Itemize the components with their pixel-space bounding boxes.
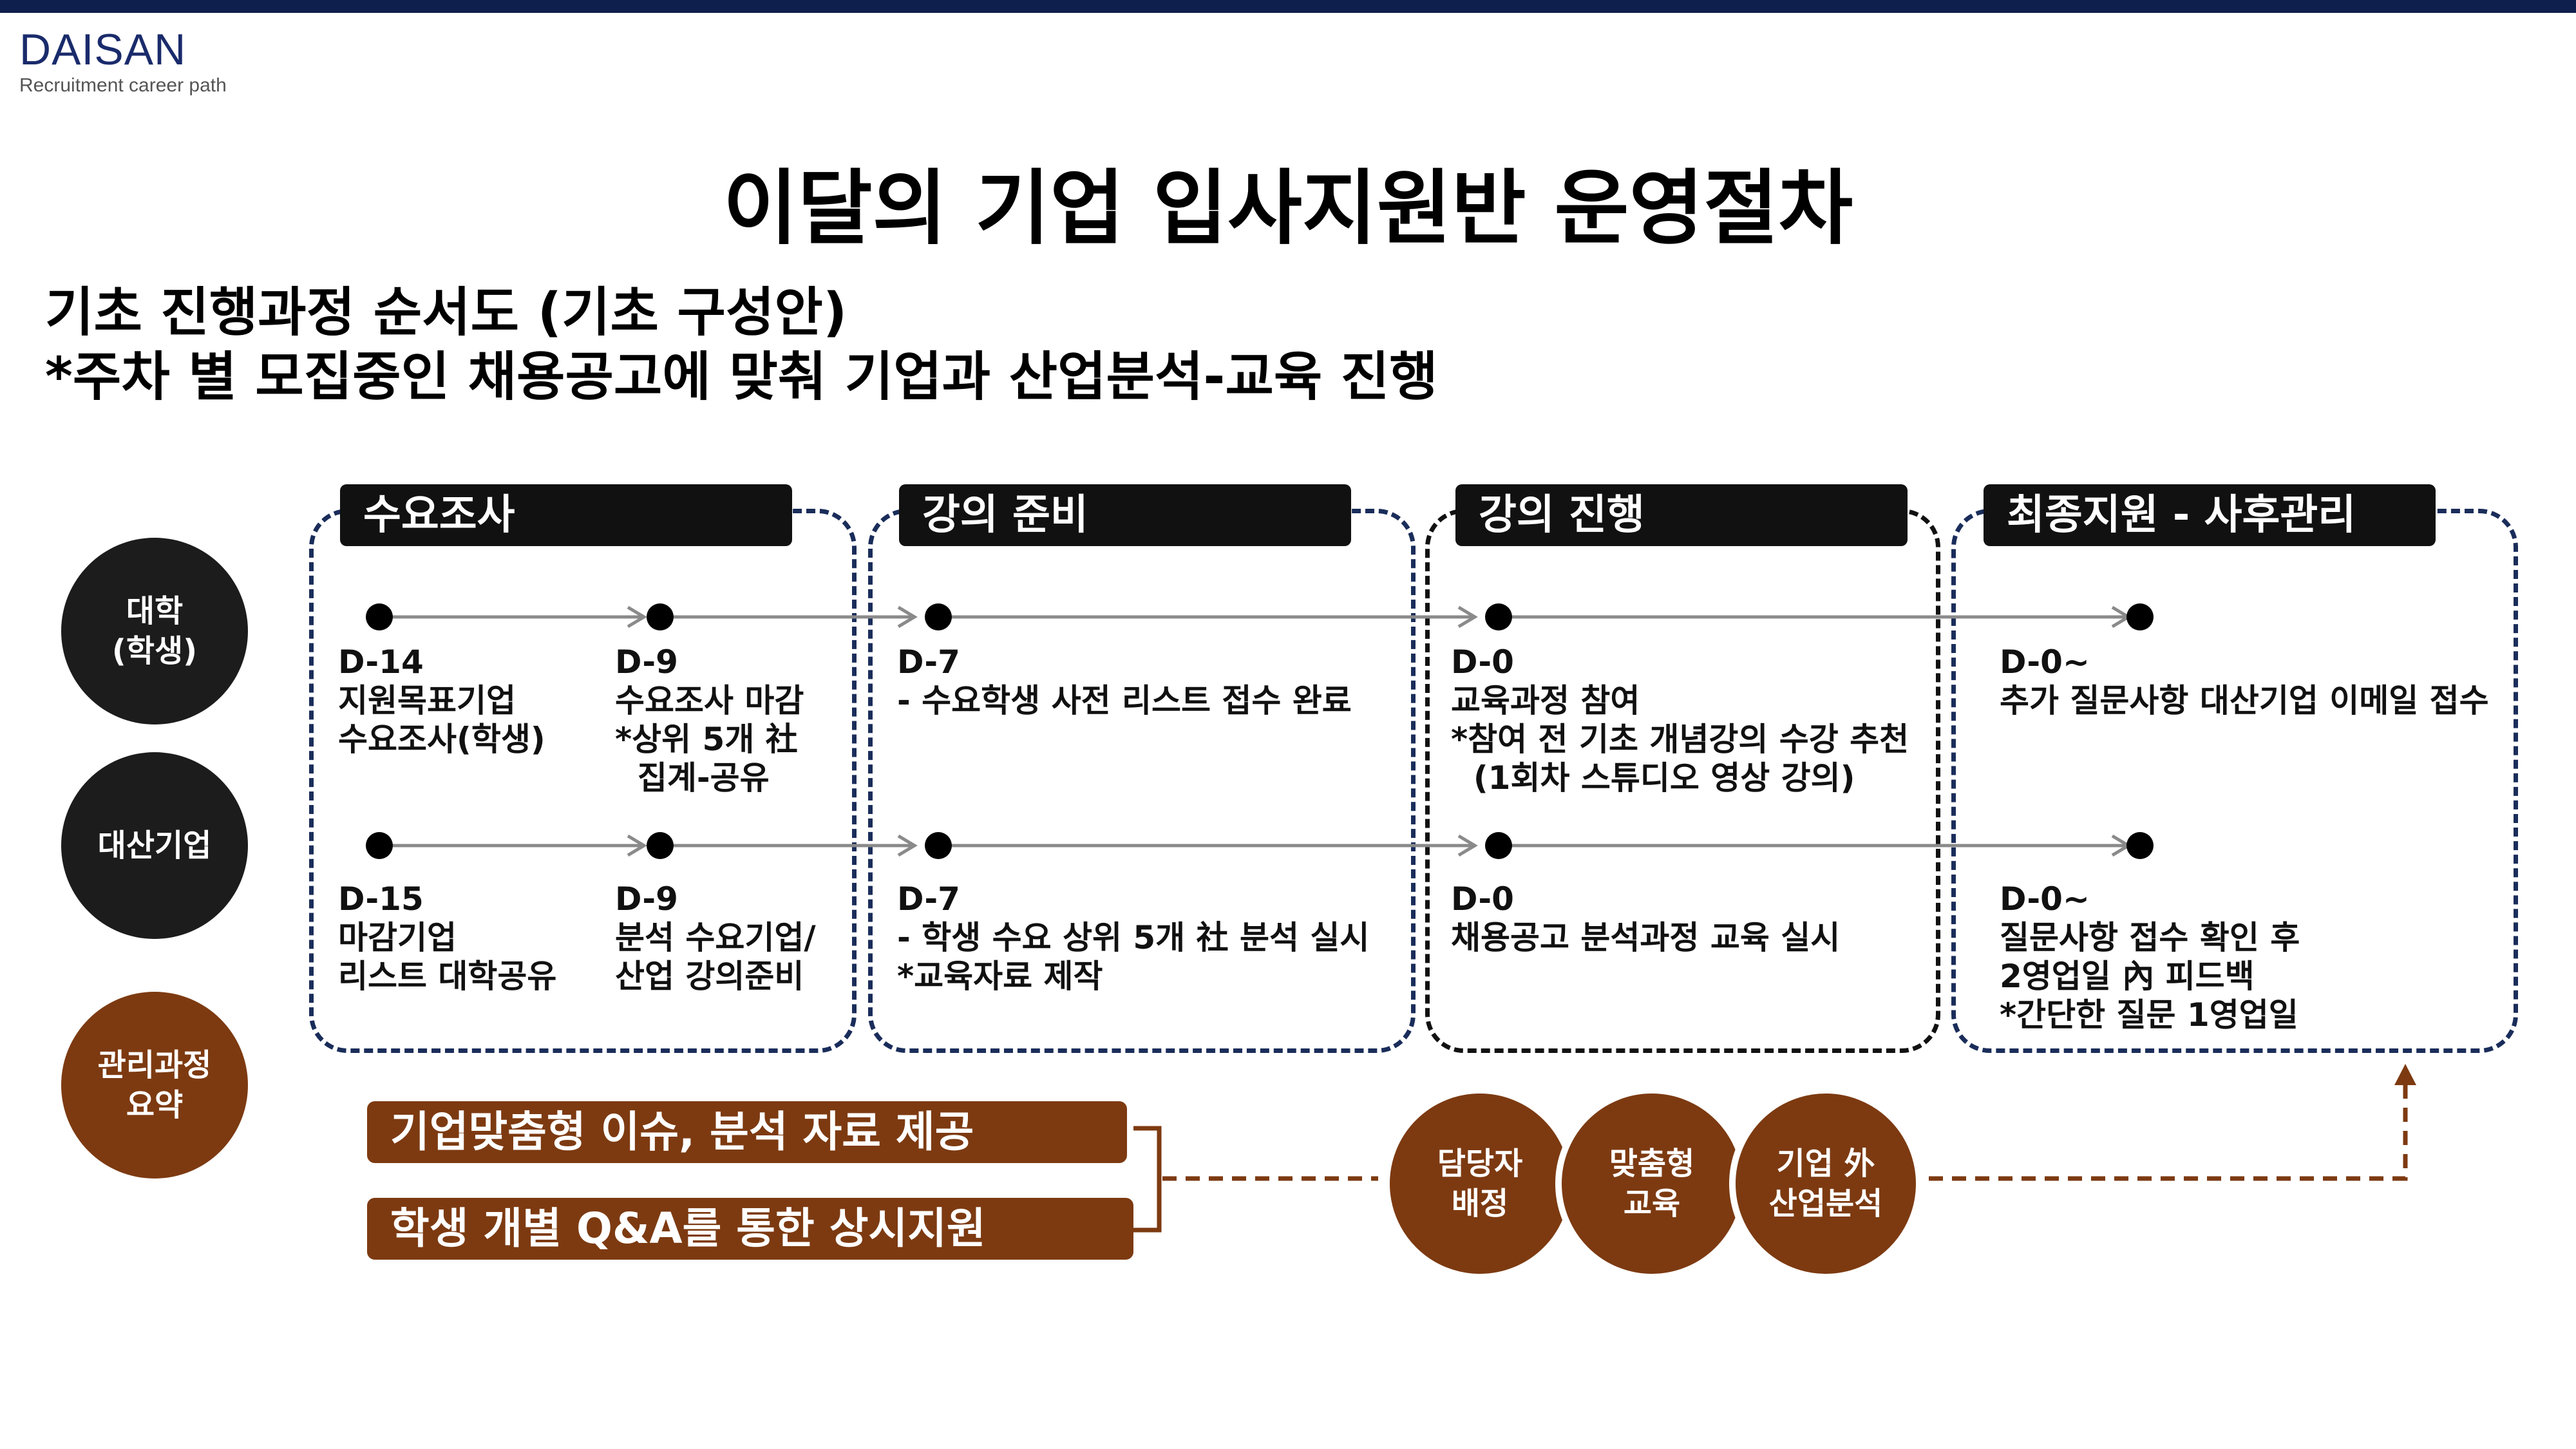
row-label-university: 대학 (학생) (61, 538, 248, 724)
page-title: 이달의 기업 입사지원반 운영절차 (723, 161, 1853, 256)
timeline-dot-uni-4 (1485, 603, 1512, 630)
brand-logo: DAISAN (19, 25, 187, 74)
subtitle-primary: 기초 진행과정 순서도 (기초 구성안) (45, 282, 848, 343)
step-dae-d0: D-0 채용공고 분석과정 교육 실시 (1451, 880, 1841, 956)
step-dae-d15: D-15 마감기업 리스트 대학공유 (338, 880, 557, 995)
step-dae-d7: D-7 - 학생 수요 상위 5개 社 분석 실시 *교육자료 제작 (897, 880, 1370, 995)
summary-item-qa-support: 학생 개별 Q&A를 통한 상시지원 (367, 1198, 1133, 1260)
subtitle-secondary: *주차 별 모집중인 채용공고에 맞춰 기업과 산업분석-교육 진행 (45, 346, 1438, 408)
timeline-dot-dae-3 (925, 832, 952, 859)
step-uni-d14: D-14 지원목표기업 수요조사(학생) (338, 643, 545, 758)
brand-tagline: Recruitment career path (19, 75, 227, 96)
timeline-dot-uni-2 (647, 603, 674, 630)
timeline-dot-dae-1 (366, 832, 393, 859)
phase-tab-final-apply: 최종지원 - 사후관리 (1984, 484, 2436, 546)
summary-circle-manager: 담당자 배정 (1383, 1087, 1577, 1280)
step-dae-d9: D-9 분석 수요기업/ 산업 강의준비 (615, 880, 816, 995)
step-uni-d0: D-0 교육과정 참여 *참여 전 기초 개념강의 수강 추천 (1회차 스튜디… (1451, 643, 1909, 797)
row-label-summary: 관리과정 요약 (61, 992, 248, 1179)
timeline-dot-uni-1 (366, 603, 393, 630)
top-accent-bar (0, 0, 2576, 13)
timeline-dot-dae-4 (1485, 832, 1512, 859)
timeline-dot-dae-2 (647, 832, 674, 859)
step-uni-d7: D-7 - 수요학생 사전 리스트 접수 완료 (897, 643, 1352, 719)
summary-circle-custom-edu: 맞춤형 교육 (1555, 1087, 1748, 1280)
phase-tab-lecture-prep: 강의 준비 (899, 484, 1351, 546)
step-uni-d0-after: D-0~ 추가 질문사항 대산기업 이메일 접수 (2000, 643, 2489, 719)
phase-tab-lecture-run: 강의 진행 (1455, 484, 1908, 546)
phase-tab-demand-survey: 수요조사 (340, 484, 792, 546)
timeline-dot-uni-5 (2126, 603, 2154, 630)
row-label-daesan: 대산기업 (61, 752, 248, 939)
timeline-dot-dae-5 (2126, 832, 2154, 859)
step-dae-d0-after: D-0~ 질문사항 접수 확인 후 2영업일 內 피드백 *간단한 질문 1영업… (2000, 880, 2300, 1034)
timeline-dot-uni-3 (925, 603, 952, 630)
summary-item-analysis-materials: 기업맞춤형 이슈, 분석 자료 제공 (367, 1101, 1127, 1163)
step-uni-d9: D-9 수요조사 마감 *상위 5개 社 집계-공유 (615, 643, 804, 797)
summary-circle-industry-analysis: 기업 外 산업분석 (1729, 1087, 1922, 1280)
